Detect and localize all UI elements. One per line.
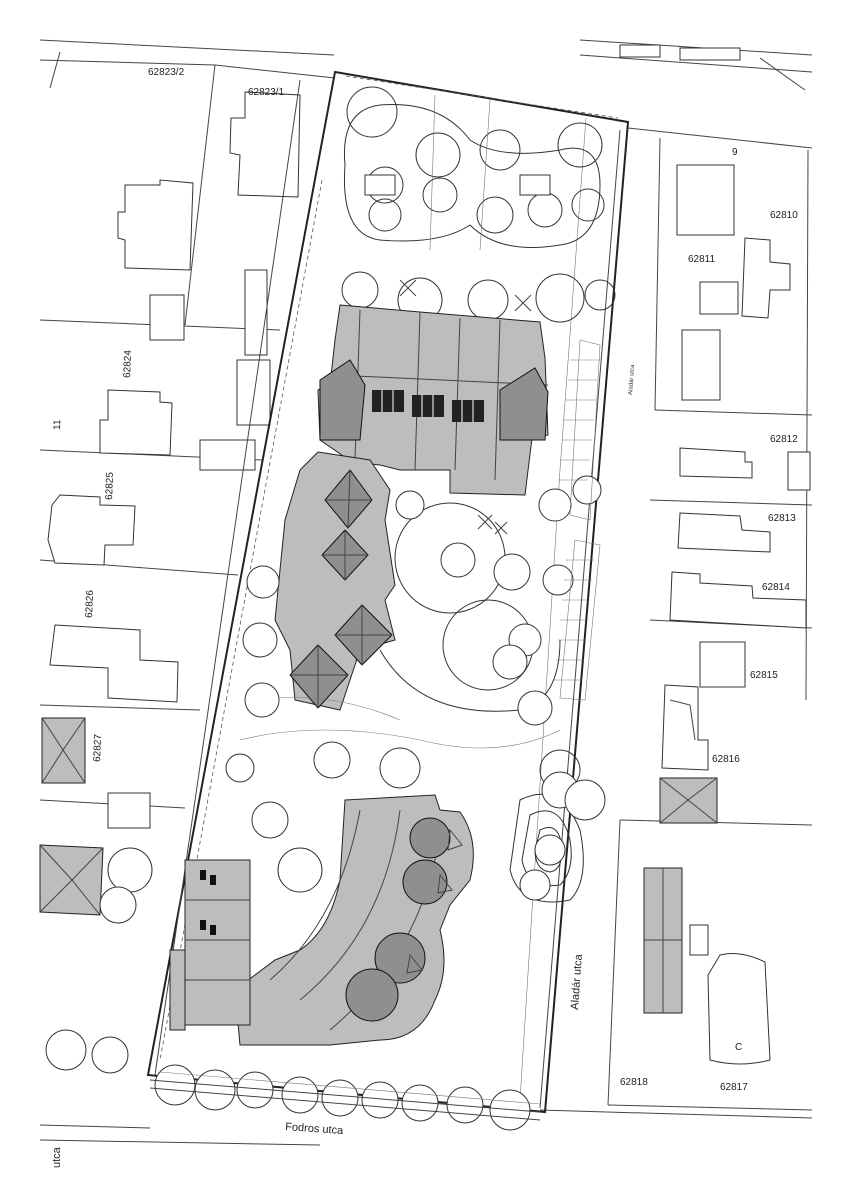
left-parcels xyxy=(39,39,336,1146)
lot-label: 62814 xyxy=(762,582,790,593)
west-wing xyxy=(274,451,396,711)
pyramid-roof-icon xyxy=(39,844,104,916)
neighbour-building xyxy=(619,44,661,58)
neighbour-building xyxy=(47,494,136,566)
pyramid-roof-icon xyxy=(41,717,86,784)
neighbour-building xyxy=(149,294,185,341)
neighbour-building xyxy=(699,281,739,315)
pyramid-roof-icon xyxy=(321,529,369,581)
palm-icon xyxy=(477,514,508,535)
street-label-aladar-upper: Aladár utca xyxy=(628,364,636,395)
lot-label: 62827 xyxy=(92,733,104,762)
lot-label: 62818 xyxy=(620,1077,648,1088)
neighbour-building xyxy=(679,47,741,61)
neighbour-building xyxy=(236,359,271,426)
main-building xyxy=(317,304,549,496)
south-building xyxy=(169,794,474,1046)
right-parcels xyxy=(539,39,813,1119)
neighbour-building xyxy=(99,389,173,456)
neighbour-building xyxy=(689,924,709,956)
neighbour-building xyxy=(107,792,151,829)
street-label-fodros: Fodros utca xyxy=(285,1121,345,1137)
south-garden xyxy=(45,771,606,1131)
neighbour-building xyxy=(229,91,301,198)
lot-label: 62826 xyxy=(84,589,96,618)
lot-label: 62811 xyxy=(688,254,716,265)
lot-label: 62825 xyxy=(104,471,116,500)
lot-label: 62810 xyxy=(770,210,798,221)
neighbour-building xyxy=(117,179,194,271)
neighbour-building xyxy=(244,269,268,356)
neighbour-building xyxy=(676,164,735,236)
lot-label: 62812 xyxy=(770,434,798,445)
neighbour-building xyxy=(679,447,753,479)
site-boundary xyxy=(146,70,630,1114)
lot-label: 62817 xyxy=(720,1082,748,1093)
courtyard xyxy=(225,339,602,791)
lot-label: 62815 xyxy=(750,670,778,681)
pyramid-roof-icon xyxy=(289,644,349,709)
neighbour-building xyxy=(661,684,709,771)
neighbour-building xyxy=(699,641,746,688)
street-label-corner: utca xyxy=(51,1146,63,1168)
neighbour-building xyxy=(681,329,721,401)
palm-icon xyxy=(399,279,532,312)
neighbour-building xyxy=(787,451,811,491)
pyramid-roof-icon xyxy=(334,604,393,666)
lot-label: 62824 xyxy=(122,349,134,378)
neighbour-building xyxy=(49,624,179,703)
house-number: C xyxy=(735,1042,742,1053)
pyramid-roof-icon xyxy=(659,777,718,824)
house-number: 11 xyxy=(52,419,63,430)
parcel-labels: 62823/2 62823/1 62824 62825 62826 62827 … xyxy=(52,67,798,1093)
street-label-aladar: Aladár utca xyxy=(569,953,585,1010)
north-garden xyxy=(341,86,616,323)
street-labels: Fodros utca Aladár utca Aladár utca utca xyxy=(51,364,636,1168)
house-number: 9 xyxy=(732,147,738,158)
lot-label: 62823/2 xyxy=(148,67,185,78)
lot-label: 62816 xyxy=(712,754,740,765)
pyramid-roof-icon xyxy=(324,469,373,529)
tree-icon xyxy=(341,86,616,323)
tree-icon xyxy=(225,475,602,791)
neighbour-building xyxy=(707,953,771,1065)
neighbour-building xyxy=(677,512,771,553)
neighbour-building xyxy=(741,237,791,319)
neighbour-building xyxy=(669,571,807,629)
lot-label: 62813 xyxy=(768,513,796,524)
lot-label: 62823/1 xyxy=(248,87,285,98)
